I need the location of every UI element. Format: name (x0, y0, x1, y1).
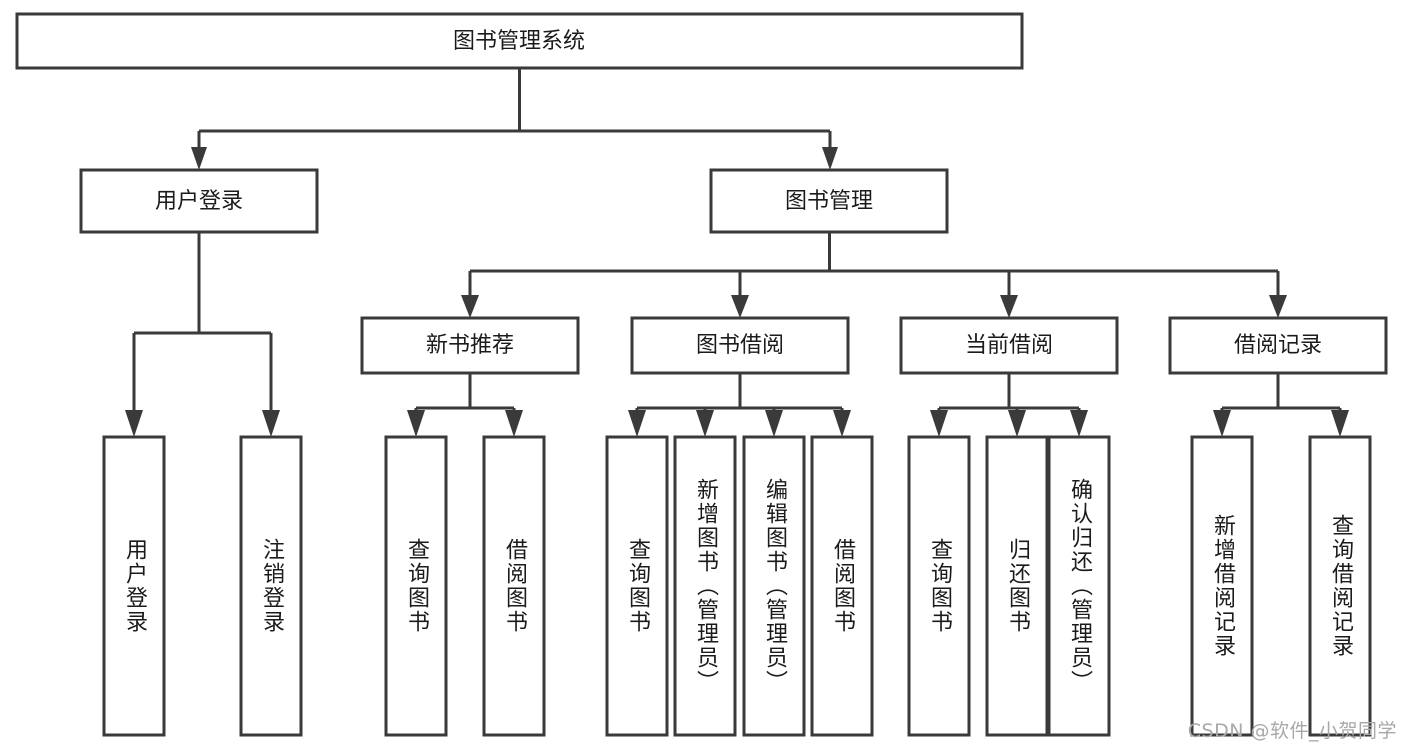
node-current-borrow-label: 当前借阅 (965, 333, 1053, 358)
arrow-head-book-manage (822, 147, 838, 170)
node-book-borrow[interactable]: 图书借阅 (630, 316, 850, 375)
node-current-borrow[interactable]: 当前借阅 (899, 316, 1119, 375)
node-borrow-record-box[interactable] (1168, 316, 1388, 375)
arrow-head-leaf-user-logout (262, 410, 280, 437)
node-root-label: 图书管理系统 (453, 29, 585, 54)
leaf-box-query-book-rec[interactable] (384, 435, 448, 737)
node-new-book-rec-box[interactable] (360, 316, 580, 375)
leaf-box-add-book[interactable] (673, 435, 737, 737)
arrow-head-leaf-edit-book (765, 410, 783, 437)
csdn-watermark: CSDN @软件_小贺同学 (1187, 720, 1397, 742)
node-root[interactable]: 图书管理系统 (15, 12, 1024, 70)
arrow-head-leaf-add-record (1213, 410, 1231, 437)
node-new-book-rec[interactable]: 新书推荐 (360, 316, 580, 375)
leaf-box-confirm-return[interactable] (1047, 435, 1111, 737)
node-book-manage-label: 图书管理 (785, 189, 873, 214)
arrow-head-leaf-query-book-cur (930, 410, 948, 437)
leaf-box-edit-book[interactable] (742, 435, 806, 737)
node-new-book-rec-label: 新书推荐 (426, 333, 514, 358)
arrow-head-leaf-query-book-borrow (628, 410, 646, 437)
node-current-borrow-box[interactable] (899, 316, 1119, 375)
leaf-box-query-book-borrow[interactable] (605, 435, 669, 737)
arrow-head-leaf-query-book-rec (407, 410, 425, 437)
node-book-borrow-label: 图书借阅 (696, 333, 784, 358)
leaf-box-query-record[interactable] (1308, 435, 1372, 737)
arrow-head-leaf-query-record (1331, 410, 1349, 437)
node-root-box[interactable] (15, 12, 1024, 70)
leaf-box-borrow-book-rec[interactable] (482, 435, 546, 737)
node-book-borrow-box[interactable] (630, 316, 850, 375)
arrow-head-user-login (191, 147, 207, 170)
node-user-login[interactable]: 用户登录 (79, 168, 319, 234)
arrow-head-leaf-borrow-book (833, 410, 851, 437)
arrow-head-leaf-user-login (125, 410, 143, 437)
node-borrow-record[interactable]: 借阅记录 (1168, 316, 1388, 375)
arrow-head-leaf-return-book (1008, 410, 1026, 437)
node-user-login-label: 用户登录 (155, 189, 243, 214)
connector-layer (125, 68, 1349, 437)
leaf-box-return-book[interactable] (985, 435, 1049, 737)
node-user-login-box[interactable] (79, 168, 319, 234)
leaf-box-user-login[interactable] (102, 435, 166, 737)
arrow-head-leaf-confirm-return (1070, 410, 1088, 437)
leaf-box-query-book-cur[interactable] (907, 435, 971, 737)
node-borrow-record-label: 借阅记录 (1234, 333, 1322, 358)
node-book-manage[interactable]: 图书管理 (709, 168, 949, 234)
node-book-manage-box[interactable] (709, 168, 949, 234)
arrow-head-leaf-add-book (696, 410, 714, 437)
arrow-head-book-borrow (731, 295, 749, 318)
leaf-box-borrow-book[interactable] (810, 435, 874, 737)
arrow-head-leaf-borrow-book-rec (505, 410, 523, 437)
arrow-head-current-borrow (1000, 295, 1018, 318)
leaf-box-user-logout[interactable] (239, 435, 303, 737)
arrow-head-new-book-rec (461, 295, 479, 318)
leaf-box-add-record[interactable] (1190, 435, 1254, 737)
leaf-box-layer (102, 435, 1372, 737)
arrow-head-borrow-record (1269, 295, 1287, 318)
